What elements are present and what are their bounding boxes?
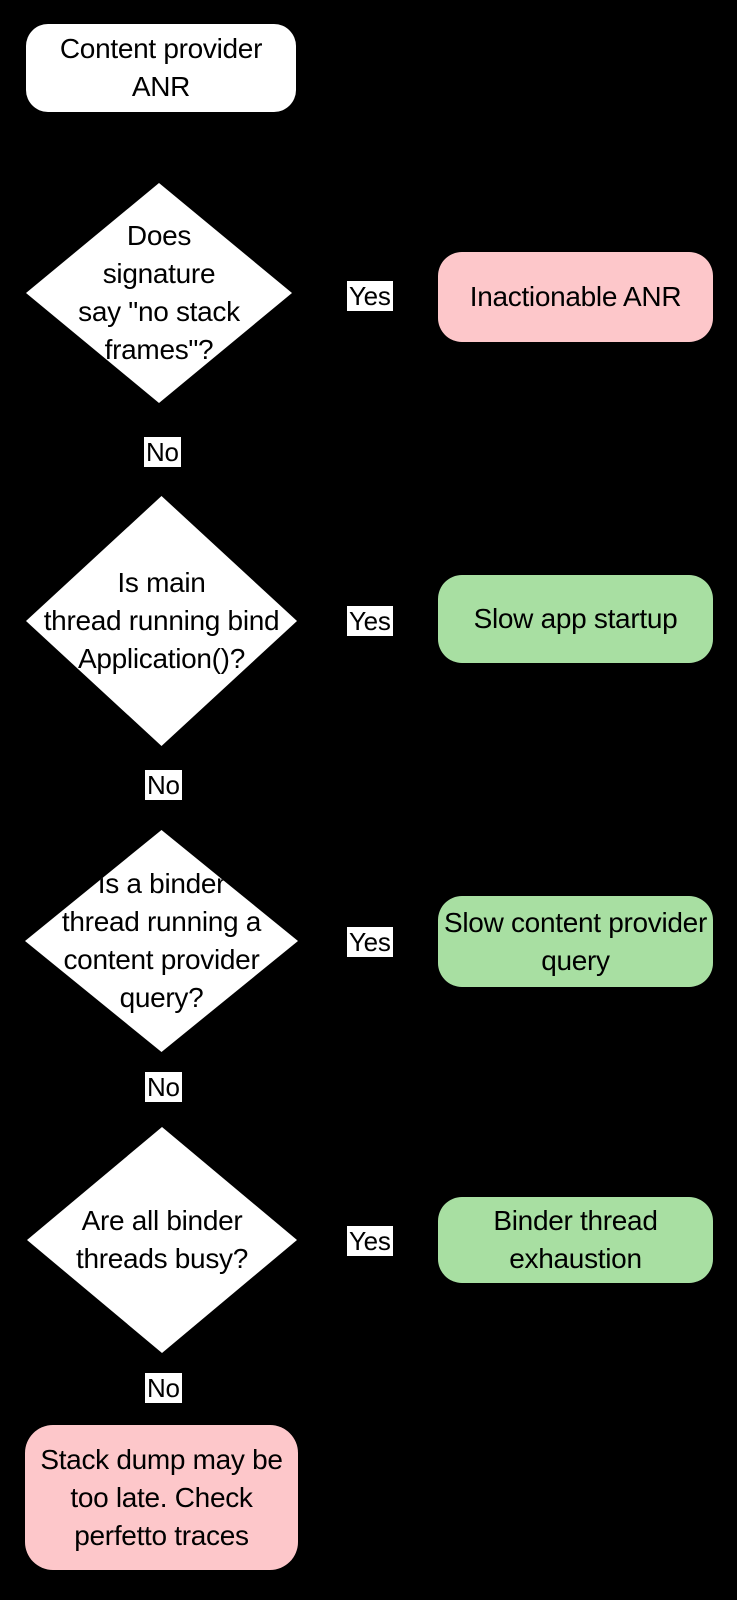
- start-node-content-provider-anr: Content provider ANR: [26, 24, 296, 112]
- decision-main-thread-bind-application: Is main thread running bind Application(…: [26, 496, 297, 746]
- decision-all-binder-threads-busy: Are all binder threads busy?: [27, 1127, 297, 1353]
- outcome-slow-app-startup: Slow app startup: [438, 575, 713, 663]
- edge-label-no-4: No: [145, 1373, 182, 1403]
- edge-label-no-2: No: [145, 770, 182, 800]
- edge-label-yes-1: Yes: [347, 281, 393, 311]
- edge-label-yes-3: Yes: [347, 927, 393, 957]
- edge-label-no-1: No: [144, 437, 181, 467]
- outcome-slow-content-provider-query: Slow content provider query: [438, 896, 713, 987]
- edge-label-yes-4: Yes: [347, 1226, 393, 1256]
- fallback-node-stack-dump-too-late: Stack dump may be too late. Check perfet…: [25, 1425, 298, 1570]
- outcome-binder-thread-exhaustion: Binder thread exhaustion: [438, 1197, 713, 1283]
- decision-no-stack-frames: Does signature say "no stack frames"?: [26, 183, 292, 403]
- edge-label-no-3: No: [145, 1072, 182, 1102]
- outcome-inactionable-anr: Inactionable ANR: [438, 252, 713, 342]
- decision-binder-thread-content-provider-query: Is a binder thread running a content pro…: [25, 830, 298, 1052]
- edge-label-yes-2: Yes: [347, 606, 393, 636]
